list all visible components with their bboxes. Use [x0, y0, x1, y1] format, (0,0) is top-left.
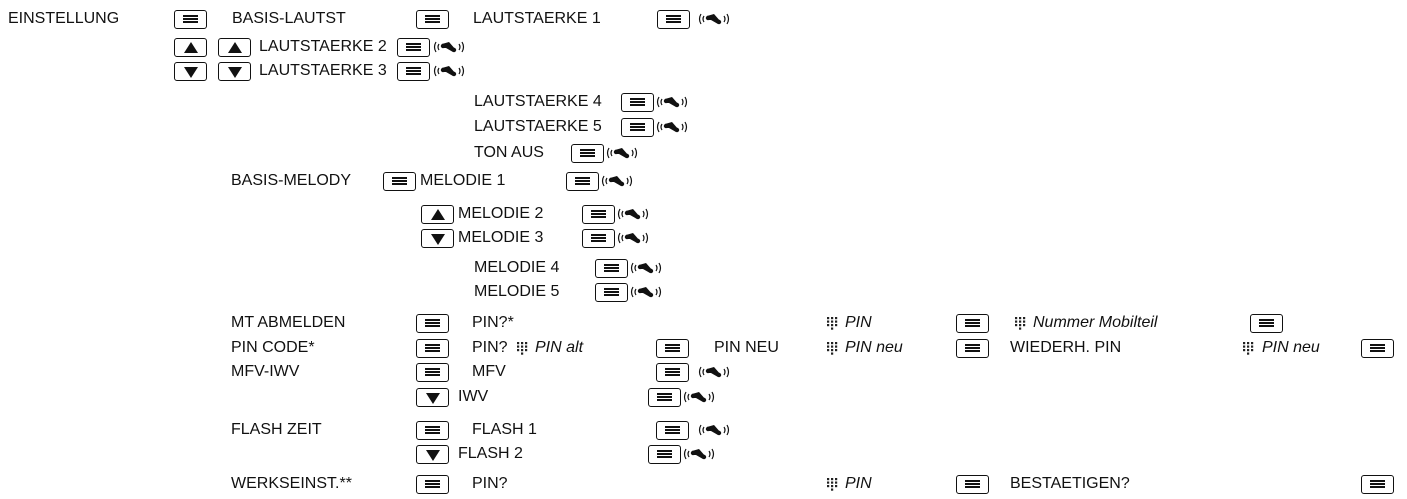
melodie-3: MELODIE 3	[458, 229, 544, 246]
menu-key-icon	[656, 421, 689, 440]
menu-key-icon	[595, 283, 628, 302]
up-arrow-key-icon	[174, 38, 207, 57]
ring-confirm-icon	[433, 63, 465, 79]
keypad-icon	[516, 341, 528, 355]
menu-key-icon	[621, 93, 654, 112]
mt-abmelden-pin-prompt: PIN?*	[472, 314, 514, 331]
menu-pin-code: PIN CODE*	[231, 339, 315, 356]
pin-code-new-pin-repeat: PIN neu	[1262, 339, 1320, 356]
down-arrow-key-icon	[174, 62, 207, 81]
option-flash-1: FLASH 1	[472, 421, 537, 438]
down-arrow-key-icon	[416, 388, 449, 407]
menu-basis-lautst: BASIS-LAUTST	[232, 10, 346, 27]
up-arrow-key-icon	[218, 38, 251, 57]
up-arrow-key-icon	[421, 205, 454, 224]
lautstaerke-4: LAUTSTAERKE 4	[474, 93, 602, 110]
menu-key-icon	[648, 388, 681, 407]
menu-werkseinst: WERKSEINST.**	[231, 475, 352, 492]
menu-root-einstellung: EINSTELLUNG	[8, 10, 120, 27]
option-iwv: IWV	[458, 388, 489, 405]
menu-key-icon	[416, 339, 449, 358]
menu-basis-melody: BASIS-MELODY	[231, 172, 352, 189]
menu-key-icon	[416, 475, 449, 494]
menu-key-icon	[383, 172, 416, 191]
menu-flash-zeit: FLASH ZEIT	[231, 421, 322, 438]
menu-key-icon	[397, 62, 430, 81]
pin-code-new-label: PIN NEU	[714, 339, 779, 356]
pin-code-prompt: PIN?	[472, 339, 508, 356]
ring-confirm-icon	[683, 389, 715, 405]
pin-code-repeat-label: WIEDERH. PIN	[1010, 339, 1122, 356]
down-arrow-key-icon	[416, 445, 449, 464]
menu-key-icon	[582, 205, 615, 224]
menu-key-icon	[956, 339, 989, 358]
menu-key-icon	[621, 118, 654, 137]
menu-key-icon	[1361, 339, 1394, 358]
keypad-icon	[1014, 316, 1026, 330]
melodie-2: MELODIE 2	[458, 205, 544, 222]
option-flash-2: FLASH 2	[458, 445, 523, 462]
menu-key-icon	[416, 363, 449, 382]
melodie-1: MELODIE 1	[420, 172, 506, 189]
ring-confirm-icon	[698, 422, 730, 438]
ring-confirm-icon	[630, 260, 662, 276]
menu-key-icon	[656, 339, 689, 358]
menu-key-icon	[595, 259, 628, 278]
menu-key-icon	[571, 144, 604, 163]
keypad-icon	[826, 316, 838, 330]
lautstaerke-1: LAUTSTAERKE 1	[473, 10, 601, 27]
ring-confirm-icon	[630, 284, 662, 300]
ring-confirm-icon	[698, 11, 730, 27]
menu-key-icon	[416, 421, 449, 440]
ring-confirm-icon	[617, 230, 649, 246]
menu-key-icon	[1361, 475, 1394, 494]
ring-confirm-icon	[656, 119, 688, 135]
werkseinst-pin-prompt: PIN?	[472, 475, 508, 492]
melodie-5: MELODIE 5	[474, 283, 560, 300]
lautstaerke-5: LAUTSTAERKE 5	[474, 118, 602, 135]
ring-confirm-icon	[601, 173, 633, 189]
menu-key-icon	[582, 229, 615, 248]
menu-key-icon	[956, 314, 989, 333]
melodie-4: MELODIE 4	[474, 259, 560, 276]
menu-key-icon	[1250, 314, 1283, 333]
ton-aus: TON AUS	[474, 144, 544, 161]
ring-confirm-icon	[656, 94, 688, 110]
werkseinst-pin: PIN	[845, 475, 872, 492]
mt-abmelden-pin: PIN	[845, 314, 872, 331]
menu-key-icon	[956, 475, 989, 494]
keypad-icon	[1242, 341, 1254, 355]
menu-key-icon	[174, 10, 207, 29]
menu-key-icon	[416, 10, 449, 29]
down-arrow-key-icon	[218, 62, 251, 81]
keypad-icon	[826, 477, 838, 491]
menu-mfv-iwv: MFV-IWV	[231, 363, 300, 380]
mt-abmelden-handset-number: Nummer Mobilteil	[1033, 314, 1158, 331]
ring-confirm-icon	[683, 446, 715, 462]
down-arrow-key-icon	[421, 229, 454, 248]
ring-confirm-icon	[433, 39, 465, 55]
pin-code-new-pin: PIN neu	[845, 339, 903, 356]
lautstaerke-3: LAUTSTAERKE 3	[259, 62, 387, 79]
menu-key-icon	[416, 314, 449, 333]
menu-key-icon	[657, 10, 690, 29]
menu-mt-abmelden: MT ABMELDEN	[231, 314, 346, 331]
werkseinst-confirm: BESTAETIGEN?	[1010, 475, 1130, 492]
menu-key-icon	[656, 363, 689, 382]
ring-confirm-icon	[698, 364, 730, 380]
ring-confirm-icon	[606, 145, 638, 161]
keypad-icon	[826, 341, 838, 355]
ring-confirm-icon	[617, 206, 649, 222]
menu-key-icon	[648, 445, 681, 464]
pin-code-old-pin: PIN alt	[535, 339, 584, 356]
menu-key-icon	[397, 38, 430, 57]
lautstaerke-2: LAUTSTAERKE 2	[259, 38, 387, 55]
menu-key-icon	[566, 172, 599, 191]
option-mfv: MFV	[472, 363, 506, 380]
